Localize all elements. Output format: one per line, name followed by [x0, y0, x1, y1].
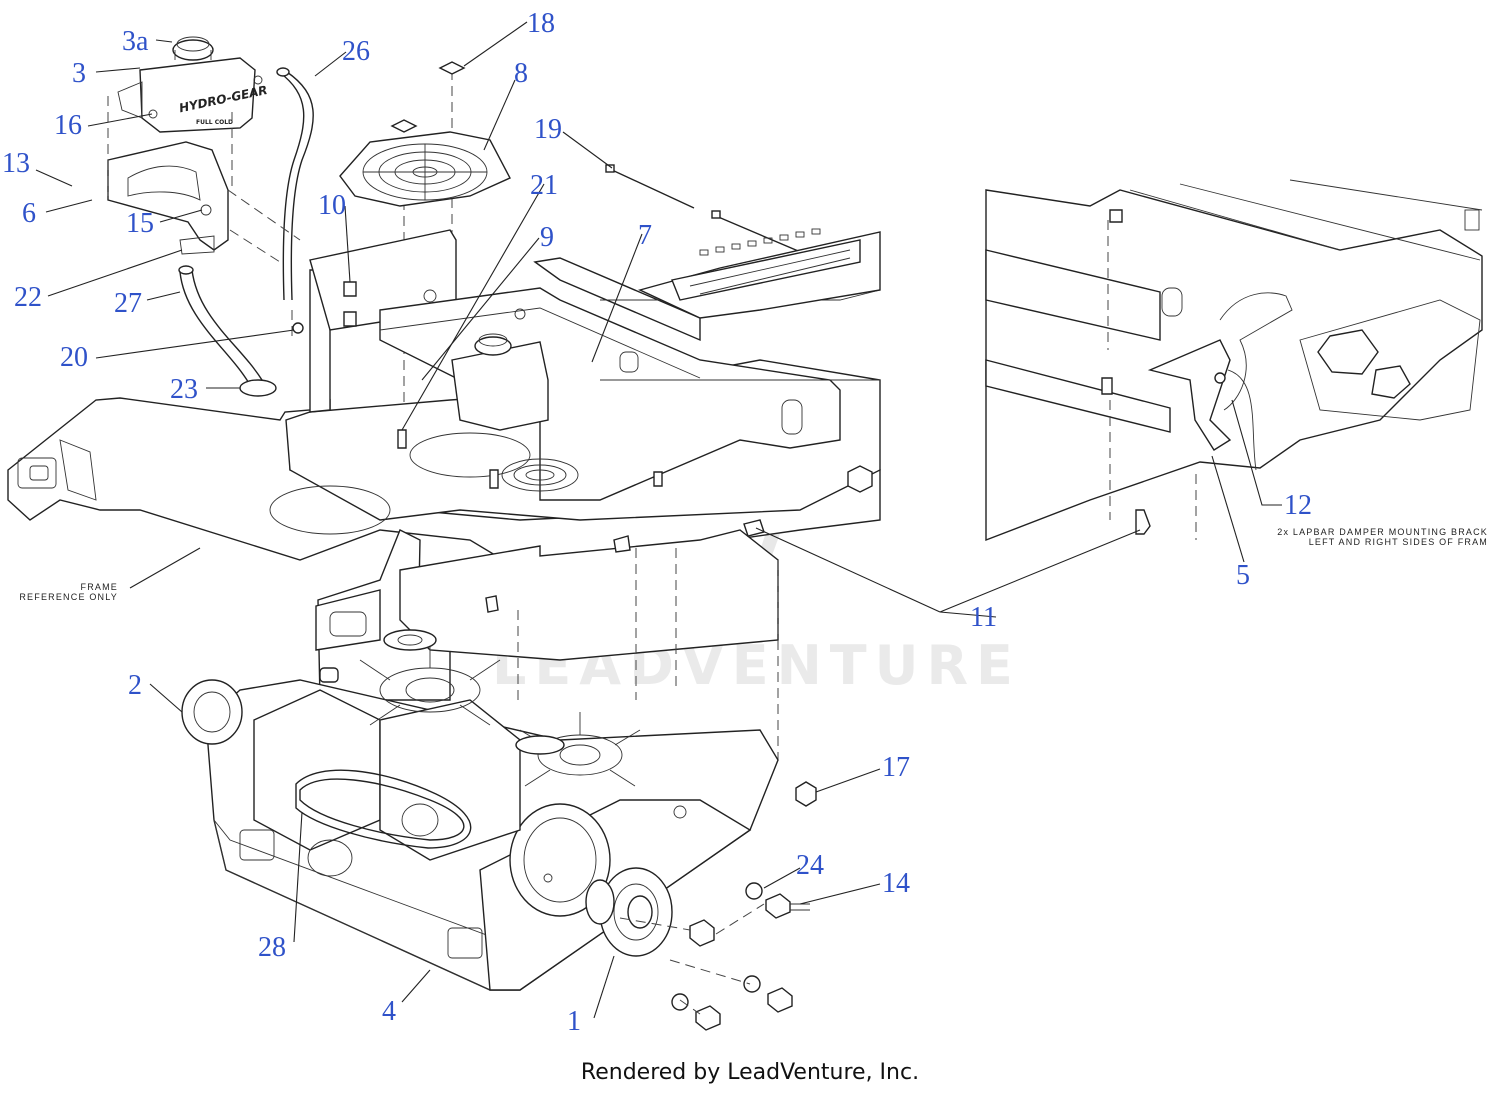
callout-19: 19: [534, 114, 562, 145]
tank-level-text: FULL COLD: [196, 119, 233, 126]
transmission-assembly: [181, 519, 779, 991]
callout-4: 4: [382, 996, 396, 1027]
damper-note-line-1: 2x LAPBAR DAMPER MOUNTING BRACK: [1277, 527, 1488, 537]
callout-14: 14: [882, 868, 910, 899]
callout-18: 18: [527, 8, 555, 39]
inset-detail: 2x LAPBAR DAMPER MOUNTING BRACK LEFT AND…: [985, 179, 1488, 547]
callout-20: 20: [60, 342, 88, 373]
callout-2: 2: [128, 670, 142, 701]
cable-tie: [611, 169, 695, 209]
frame-note-line-2: REFERENCE ONLY: [19, 592, 118, 602]
callout-26: 26: [342, 36, 370, 67]
callout-12: 12: [1284, 490, 1312, 521]
center-reservoir: [451, 333, 549, 431]
callout-16: 16: [54, 110, 82, 141]
reservoir-tank: HYDRO-GEAR FULL COLD: [117, 36, 269, 133]
fasteners: [619, 781, 817, 1031]
callout-3: 3: [72, 58, 86, 89]
callout-9: 9: [540, 222, 554, 253]
vent-hose: [286, 71, 314, 301]
callout-6: 6: [22, 198, 36, 229]
rendered-by-footer: Rendered by LeadVenture, Inc.: [580, 1060, 920, 1085]
callout-1: 1: [567, 1006, 581, 1037]
frame-note-leader: [129, 547, 201, 589]
fan-grille: [501, 458, 579, 492]
callout-17: 17: [882, 752, 910, 783]
fill-hose: [179, 271, 251, 386]
callout-10: 10: [318, 190, 346, 221]
callout-3a: 3a: [122, 26, 149, 57]
damper-note-line-2: LEFT AND RIGHT SIDES OF FRAM: [1309, 537, 1488, 547]
frame-note-line-1: FRAME: [81, 582, 119, 592]
callout-11: 11: [970, 602, 997, 633]
cooling-screen: [339, 131, 511, 207]
callout-5: 5: [1236, 560, 1250, 591]
callout-15: 15: [126, 208, 154, 239]
callout-24: 24: [796, 850, 824, 881]
callout-23: 23: [170, 374, 198, 405]
callout-8: 8: [514, 58, 528, 89]
callout-28: 28: [258, 932, 286, 963]
callout-13: 13: [2, 148, 30, 179]
callout-27: 27: [114, 288, 142, 319]
callout-21: 21: [530, 170, 558, 201]
leader-lines: [35, 21, 1282, 1019]
callouts: 3a 3 16 13 6 15 22 27 20 23 26 18 8 19 1…: [2, 8, 1312, 1037]
callout-7: 7: [638, 220, 652, 251]
callout-22: 22: [14, 282, 42, 313]
frame: [7, 228, 881, 571]
